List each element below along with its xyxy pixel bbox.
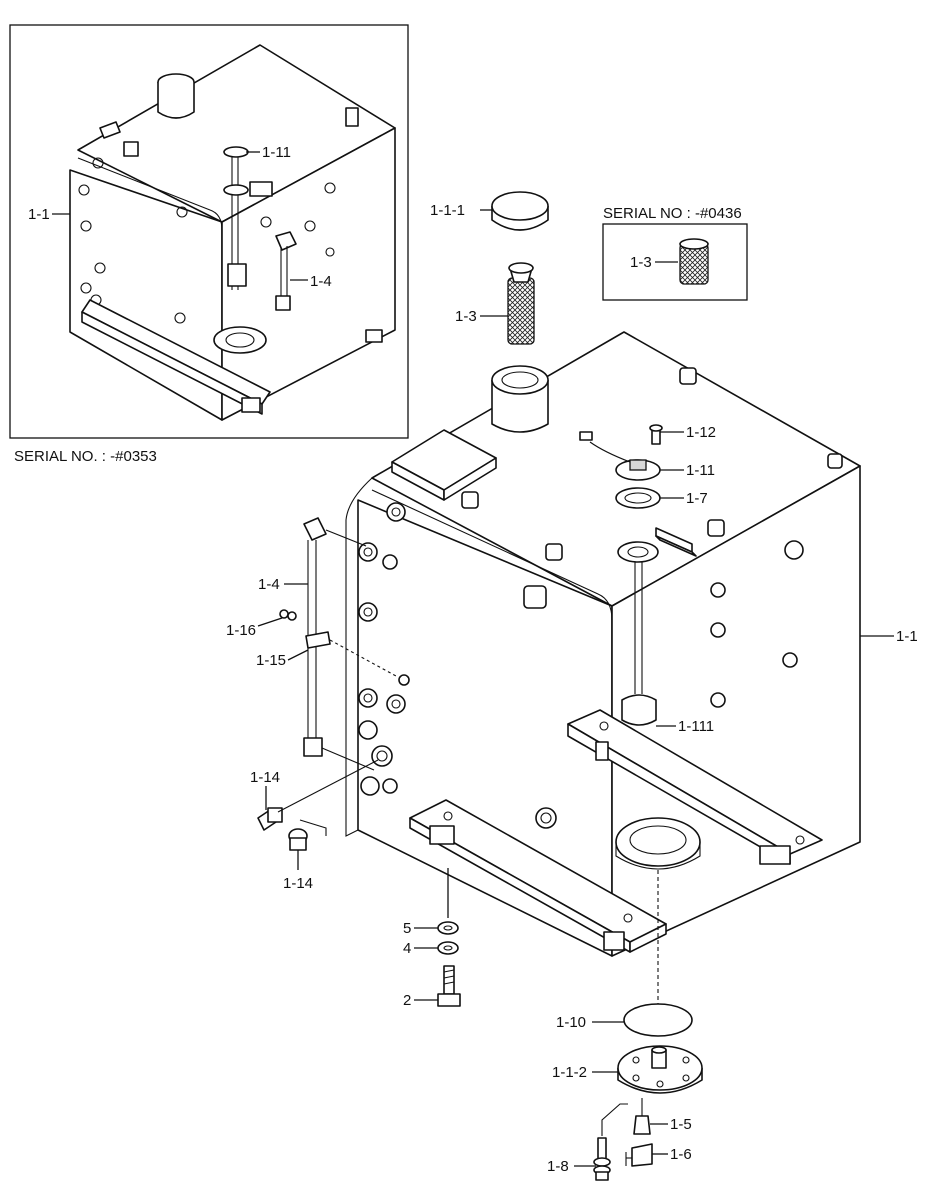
callout-1-111: 1-111 (678, 718, 714, 735)
part-drain-cover (617, 1045, 703, 1094)
callout-1-14-a: 1-14 (250, 769, 280, 786)
part-washer-5 (437, 921, 459, 935)
callout-1-16: 1-16 (226, 622, 256, 639)
part-oring-1-10 (623, 1003, 693, 1037)
part-valve-1-6 (625, 1143, 653, 1167)
part-bolt-2 (437, 965, 461, 1007)
callout-1-7: 1-7 (686, 490, 708, 507)
part-strainer (507, 262, 535, 345)
part-washer-4 (437, 941, 459, 955)
part-plug-b (288, 828, 308, 851)
strainer-short (679, 238, 709, 285)
part-screw-1-12 (649, 424, 663, 445)
part-screw-1-16 (279, 609, 297, 621)
serial-box-panel: SERIAL NO : -#0436 1-3 (602, 205, 748, 301)
part-sight-gauge (303, 517, 397, 771)
callout-1-8: 1-8 (547, 1158, 569, 1175)
inset-serial-note: SERIAL NO. : -#0353 (14, 448, 157, 465)
inset-callout-1-4: 1-4 (310, 273, 332, 290)
callout-4: 4 (403, 940, 411, 957)
callout-1-3: 1-3 (455, 308, 477, 325)
inset-callout-1-11: 1-11 (262, 144, 291, 161)
callout-1-5: 1-5 (670, 1116, 692, 1133)
part-bolt-1-8 (593, 1137, 611, 1181)
callout-1-1: 1-1 (896, 628, 918, 645)
callout-1-14-b: 1-14 (283, 875, 313, 892)
callout-1-4: 1-4 (258, 576, 280, 593)
callout-5: 5 (403, 920, 411, 937)
callout-1-6: 1-6 (670, 1146, 692, 1163)
callout-1-10: 1-10 (556, 1014, 586, 1031)
part-sender (579, 431, 661, 481)
callout-2: 2 (403, 992, 411, 1009)
inset-tank (69, 44, 396, 421)
callout-1-1-2: 1-1-2 (552, 1064, 587, 1081)
callout-1-11: 1-11 (686, 462, 715, 479)
callout-1-3-box: 1-3 (630, 254, 652, 271)
callout-1-12: 1-12 (686, 424, 716, 441)
inset-callout-1-1: 1-1 (28, 206, 50, 223)
part-fitting-1-5 (633, 1115, 651, 1135)
hydraulic-tank (345, 331, 861, 957)
callout-1-15: 1-15 (256, 652, 286, 669)
part-gasket-1-7 (615, 487, 661, 509)
callout-1-1-1: 1-1-1 (430, 202, 465, 219)
part-cap (491, 191, 549, 231)
serial-box-note: SERIAL NO : -#0436 (603, 205, 742, 222)
inset-panel: 1-1 1-11 1-4 (9, 24, 409, 439)
